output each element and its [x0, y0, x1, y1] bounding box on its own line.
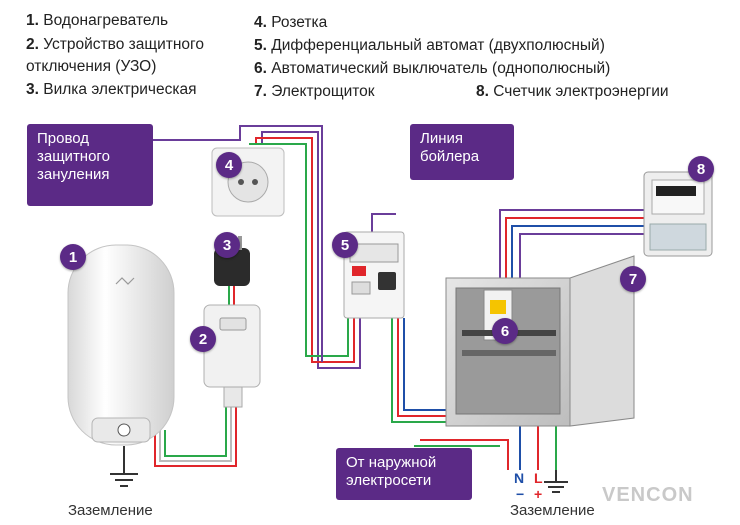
ground-label-right: Заземление	[510, 502, 595, 519]
terminal-n: N	[514, 470, 525, 486]
rcd-device	[203, 304, 261, 408]
badge-8: 8	[688, 156, 714, 182]
legend-item-3: 3. Вилка электрическая	[26, 81, 197, 98]
legend-item-8: 8. Счетчик электроэнергии	[476, 83, 669, 100]
zeroing-wire	[150, 125, 323, 362]
terminal-l: L	[534, 470, 543, 486]
heater-supply-wires	[154, 405, 237, 467]
legend-item-7: 7. Электрощиток	[254, 83, 375, 100]
badge-5: 5	[332, 232, 358, 258]
legend-item-1: 1. Водонагреватель	[26, 12, 169, 29]
differential-breaker	[343, 231, 405, 319]
legend-item-6: 6. Автоматический выключатель (однополюс…	[254, 60, 611, 77]
ground-label-left: Заземление	[68, 502, 153, 519]
terminal-minus: −	[516, 486, 525, 502]
badge-7: 7	[620, 266, 646, 292]
badge-3: 3	[214, 232, 240, 258]
external-grid-callout: От наружной электросети	[336, 448, 472, 500]
electrical-panel	[445, 255, 635, 427]
plug-cable	[228, 285, 235, 305]
badge-1: 1	[60, 244, 86, 270]
legend-item-4: 4. Розетка	[254, 14, 328, 31]
protective-wire-callout: Провод защитного зануления	[27, 124, 153, 206]
boiler-line-callout: Линия бойлера	[410, 124, 514, 180]
ground-symbol-right	[544, 470, 568, 493]
legend-item-2-cont: отключения (УЗО)	[26, 58, 157, 75]
electricity-meter	[643, 171, 713, 257]
ground-symbol-left	[110, 446, 138, 487]
legend-item-5: 5. Дифференциальный автомат (двухполюсны…	[254, 37, 605, 54]
brand-watermark: VENCON	[602, 484, 694, 506]
legend-item-2: 2. Устройство защитного	[26, 36, 204, 53]
socket-wires	[249, 131, 361, 369]
badge-6: 6	[492, 318, 518, 344]
badge-4: 4	[216, 152, 242, 178]
badge-2: 2	[190, 326, 216, 352]
terminal-plus: +	[534, 486, 543, 502]
water-heater	[67, 244, 175, 446]
